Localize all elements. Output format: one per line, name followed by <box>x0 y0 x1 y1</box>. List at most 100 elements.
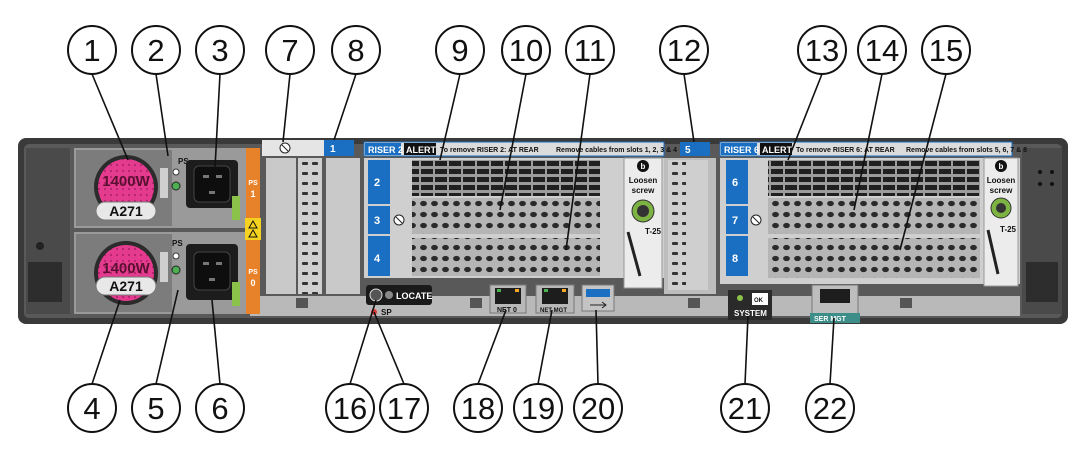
slot-7-label <box>726 206 748 234</box>
psu-1-model-label: A271 <box>109 203 143 219</box>
riser-2-alert-text: To remove RISER 2: AT REAR <box>440 147 539 154</box>
riser-6-screw-panel <box>983 157 1019 287</box>
slot-1-label <box>324 140 354 156</box>
slot-2-number: 2 <box>374 177 380 189</box>
psu-1-watt-label: 1400W <box>102 173 150 190</box>
callout-leader-14 <box>853 73 883 211</box>
riser-6-alert-text: To remove RISER 6: AT REAR <box>796 147 895 154</box>
callout-leader-17 <box>373 311 405 385</box>
callout-leader-9 <box>439 73 461 161</box>
callout-circle-11 <box>565 25 615 75</box>
callout-circle-21 <box>720 383 770 433</box>
callout-number-3: 3 <box>211 33 228 68</box>
callout-number-1: 1 <box>83 33 100 68</box>
slot-1-number: 1 <box>330 144 336 155</box>
slot-4-bracket <box>412 238 600 276</box>
slot-8-bracket <box>768 238 980 278</box>
net0-label: NET 0 <box>497 307 517 314</box>
slot-4-number: 4 <box>374 253 381 265</box>
callout-number-21: 21 <box>728 391 762 426</box>
rear-io: LOCATE SP NET 0 NET MGT OK SYSTEM SER MG… <box>366 284 860 323</box>
slot-1-vent <box>298 158 322 294</box>
slot-1b-filler <box>326 158 360 294</box>
sp-label: SP <box>381 308 392 317</box>
riser-2-alert: ALERT <box>406 145 436 155</box>
callout-leader-13 <box>787 73 823 161</box>
riser-6-torx: T-25 <box>1000 225 1017 234</box>
riser-2-banner <box>363 141 665 157</box>
callout-leader-7 <box>282 73 291 143</box>
pcie-slot-1: 1 <box>262 140 360 294</box>
system-label: SYSTEM <box>734 309 767 318</box>
psu-1-tab-text-a: PS <box>248 180 258 187</box>
slot-6-label <box>726 160 748 204</box>
callout-leader-12 <box>683 73 695 143</box>
locate-label: LOCATE <box>396 291 432 301</box>
callout-number-10: 10 <box>509 33 543 68</box>
riser-2-tag: RISER 2 <box>368 145 403 155</box>
locate-button[interactable] <box>369 288 383 302</box>
psu-0-tab-text-b: 0 <box>250 278 255 288</box>
riser-2-screw-panel <box>623 157 663 289</box>
slot-8-number: 8 <box>732 253 738 265</box>
psu-0-watt-label: 1400W <box>102 260 150 277</box>
slot-2-label <box>368 160 390 204</box>
callout-number-13: 13 <box>805 33 839 68</box>
callout-leader-6 <box>211 299 221 385</box>
callout-leader-19 <box>537 309 553 385</box>
callout-leader-8 <box>333 73 357 141</box>
riser-2-torx: T-25 <box>645 227 662 236</box>
slot-7-bracket <box>768 198 980 234</box>
callout-leader-11 <box>565 73 591 251</box>
pcie-slot-5: 5 <box>664 142 716 294</box>
psu-0-model-label: A271 <box>109 278 143 294</box>
callout-circle-7 <box>265 25 315 75</box>
riser-6-loosen: Loosen <box>987 176 1016 185</box>
callout-leader-2 <box>155 73 169 157</box>
callout-circle-13 <box>797 25 847 75</box>
callout-leader-22 <box>829 317 835 385</box>
system-service-led <box>737 295 743 301</box>
riser-6-alert: ALERT <box>762 145 792 155</box>
callout-circle-8 <box>331 25 381 75</box>
psu-0-tab-text-a: PS <box>248 269 258 276</box>
net-mgt-label: NET MGT <box>540 308 567 314</box>
callout-circle-12 <box>659 25 709 75</box>
callout-circle-4 <box>67 383 117 433</box>
slot-1-filler <box>266 158 296 294</box>
callout-number-15: 15 <box>929 33 963 68</box>
psu-1-release-tab[interactable] <box>246 148 260 228</box>
callout-number-9: 9 <box>451 33 468 68</box>
riser-6-badge: b <box>999 162 1004 171</box>
callout-leader-3 <box>214 73 221 169</box>
slot-8-label <box>726 236 748 276</box>
callout-number-4: 4 <box>83 391 100 426</box>
psu-0-release-tab[interactable] <box>246 232 260 314</box>
screwdriver-icon <box>986 229 1000 275</box>
riser-6-tag: RISER 6 <box>724 145 759 155</box>
callout-number-17: 17 <box>387 391 421 426</box>
right-rail-latch <box>1026 262 1058 302</box>
callout-number-7: 7 <box>281 33 298 68</box>
slot-3-label <box>368 206 390 234</box>
callout-circle-16 <box>325 383 375 433</box>
psu-0-small-label: PS <box>172 239 183 248</box>
slot-5-number: 5 <box>685 145 691 156</box>
riser-2: RISER 2 ALERT To remove RISER 2: AT REAR… <box>363 141 677 289</box>
riser-2-badge: b <box>641 162 646 171</box>
usb-port[interactable] <box>581 284 615 312</box>
slot-6-number: 6 <box>732 177 738 189</box>
callout-circle-20 <box>573 383 623 433</box>
psu-0-status-led <box>171 265 181 275</box>
callout-number-16: 16 <box>333 391 367 426</box>
callout-number-14: 14 <box>865 33 899 68</box>
callout-circle-10 <box>501 25 551 75</box>
left-ear-screw <box>36 242 44 250</box>
callout-number-19: 19 <box>521 391 555 426</box>
callout-circle-17 <box>379 383 429 433</box>
callout-leader-18 <box>477 309 507 385</box>
callout-number-20: 20 <box>581 391 615 426</box>
callout-circle-6 <box>195 383 245 433</box>
callout-number-11: 11 <box>574 33 606 68</box>
